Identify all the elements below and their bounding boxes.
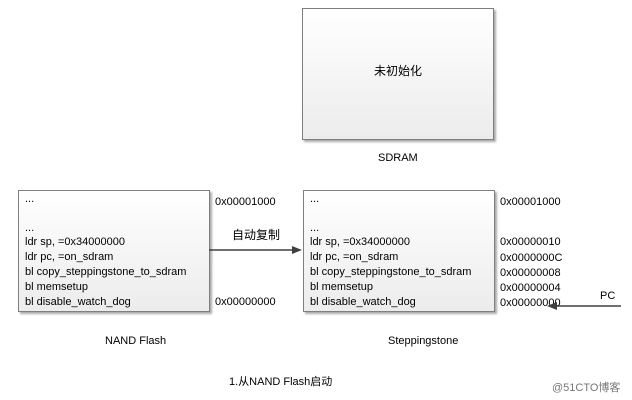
nand-addr-bottom: 0x00000000	[215, 296, 276, 308]
pc-label: PC	[600, 290, 616, 302]
code-line: bl copy_steppingstone_to_sdram	[25, 266, 187, 278]
nand-flash-label: NAND Flash	[105, 335, 167, 347]
sdram-box: 未初始化	[302, 8, 494, 140]
steppingstone-box: ... ... ldr sp, =0x34000000 ldr pc, =on_…	[303, 190, 495, 312]
stepping-addr: 0x0000000C	[500, 252, 563, 264]
code-line: bl copy_steppingstone_to_sdram	[310, 266, 472, 278]
stepping-addr: 0x00000000	[500, 297, 561, 309]
code-line: ...	[310, 193, 320, 205]
code-line: bl disable_watch_dog	[25, 296, 131, 308]
code-line: bl disable_watch_dog	[310, 296, 416, 308]
code-line: bl memsetup	[25, 281, 88, 293]
nand-flash-box: ... ... ldr sp, =0x34000000 ldr pc, =on_…	[18, 190, 210, 312]
stepping-addr: 0x00000010	[500, 236, 561, 248]
caption: 1.从NAND Flash启动	[229, 376, 333, 388]
code-line: ldr pc, =on_sdram	[25, 251, 114, 263]
watermark: @51CTO博客	[552, 382, 621, 394]
sdram-label: SDRAM	[378, 152, 418, 164]
stepping-addr: 0x00000004	[500, 282, 561, 294]
stepping-addr: 0x00001000	[500, 196, 561, 208]
code-line: ldr sp, =0x34000000	[310, 236, 410, 248]
stepping-addr: 0x00000008	[500, 267, 561, 279]
copy-arrow	[209, 246, 302, 254]
code-line: bl memsetup	[310, 281, 373, 293]
code-line: ...	[25, 193, 35, 205]
steppingstone-label: Steppingstone	[388, 335, 459, 347]
nand-addr-top: 0x00001000	[215, 196, 276, 208]
copy-label: 自动复制	[232, 228, 281, 242]
code-line: ...	[310, 222, 320, 234]
sdram-content: 未初始化	[373, 64, 422, 78]
code-line: ldr pc, =on_sdram	[310, 251, 399, 263]
code-line: ...	[25, 222, 35, 234]
code-line: ldr sp, =0x34000000	[25, 236, 125, 248]
